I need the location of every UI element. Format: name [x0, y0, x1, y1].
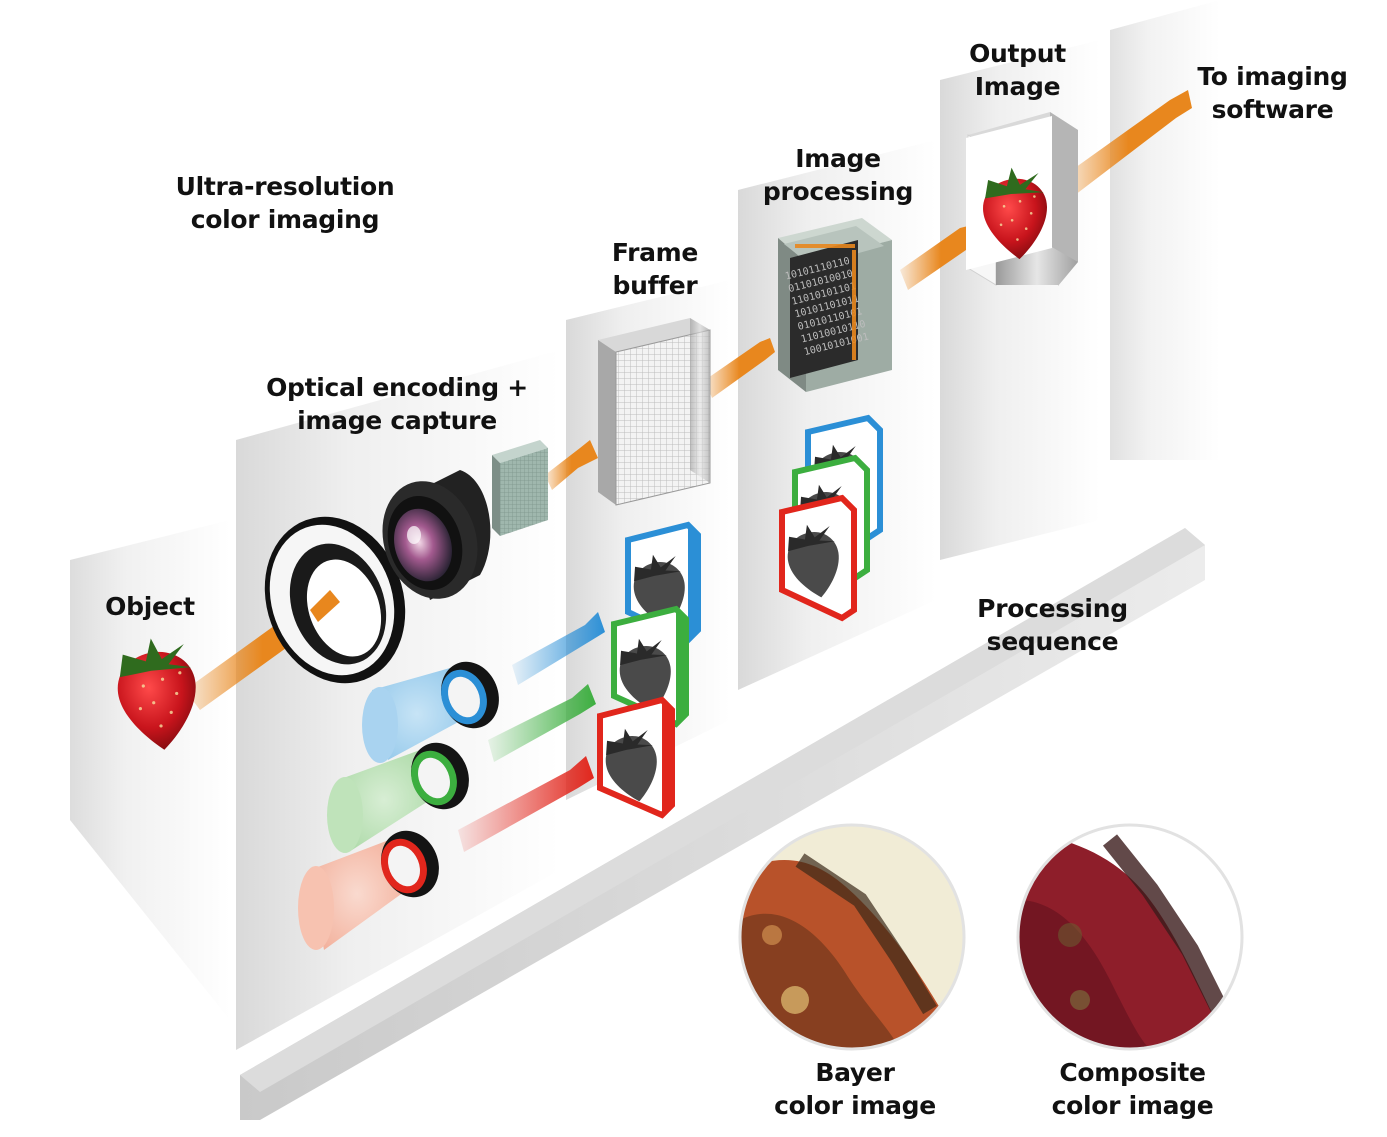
red-filter-ring-icon [381, 830, 439, 898]
composite-label-line-2: color image [1051, 1091, 1214, 1120]
bayer-label-line-1: Bayer [815, 1058, 895, 1087]
channel-frames-capture [597, 521, 701, 819]
red-channel-stack-frame [779, 494, 857, 622]
frame-buffer-label-line-2: buffer [612, 271, 698, 300]
green-channel-frame [611, 605, 689, 728]
title-line-2: color imaging [190, 205, 380, 234]
channel-arrows [458, 612, 605, 852]
channel-frames-processing [779, 414, 883, 622]
software-label-line-2: software [1211, 95, 1334, 124]
object-label-line-1: Object [105, 592, 195, 621]
software-label-line-1: To imaging [1197, 62, 1348, 91]
frame-buffer-label-line-1: Frame [611, 238, 699, 267]
composite-inset-label: Composite color image [1040, 1056, 1225, 1122]
image-sensor-icon [492, 440, 548, 536]
camera-lens-icon [382, 470, 491, 600]
blue-light-cone [362, 668, 462, 763]
stage-label-optical-encoding: Optical encoding + image capture [262, 371, 532, 437]
frame-buffer-grid-icon [598, 318, 711, 506]
green-filter-ring-icon [411, 742, 469, 810]
image-processing-label-line-1: Image [795, 144, 881, 173]
stage-label-frame-buffer: Frame buffer [595, 236, 715, 302]
processing-sequence-beam [240, 528, 1205, 1120]
red-channel-frame [597, 696, 675, 819]
red-light-cone [298, 838, 404, 950]
ring-light-icon [264, 516, 406, 684]
light-cones [298, 668, 462, 950]
optical-label-line-2: image capture [297, 406, 497, 435]
image-processing-label-line-2: processing [762, 177, 914, 206]
stage-label-image-processing: Image processing [758, 142, 918, 208]
blue-filter-ring-icon [441, 661, 499, 729]
bayer-inset-image [738, 823, 966, 1051]
color-filter-rings [381, 661, 499, 898]
title-label: Ultra-resolution color imaging [150, 170, 420, 236]
stage-label-imaging-software: To imaging software [1190, 60, 1355, 126]
output-image-label-line-1: Output [969, 39, 1066, 68]
processing-sequence-line-2: sequence [986, 627, 1119, 656]
processing-sequence-label: Processing sequence [970, 592, 1135, 658]
stage-label-output-image: Output Image [955, 37, 1080, 103]
processor-chip-icon: 1010111011001101010010110101011011010110… [778, 218, 892, 392]
green-light-cone [327, 750, 430, 853]
optical-label-line-1: Optical encoding + [266, 373, 528, 402]
stage-label-object: Object [90, 590, 210, 623]
output-image-label-line-2: Image [974, 72, 1061, 101]
composite-label-line-1: Composite [1059, 1058, 1206, 1087]
bayer-inset-label: Bayer color image [765, 1056, 945, 1122]
bayer-label-line-2: color image [774, 1091, 936, 1120]
composite-inset-image [1016, 823, 1244, 1051]
title-line-1: Ultra-resolution [175, 172, 395, 201]
processing-sequence-line-1: Processing [977, 594, 1128, 623]
